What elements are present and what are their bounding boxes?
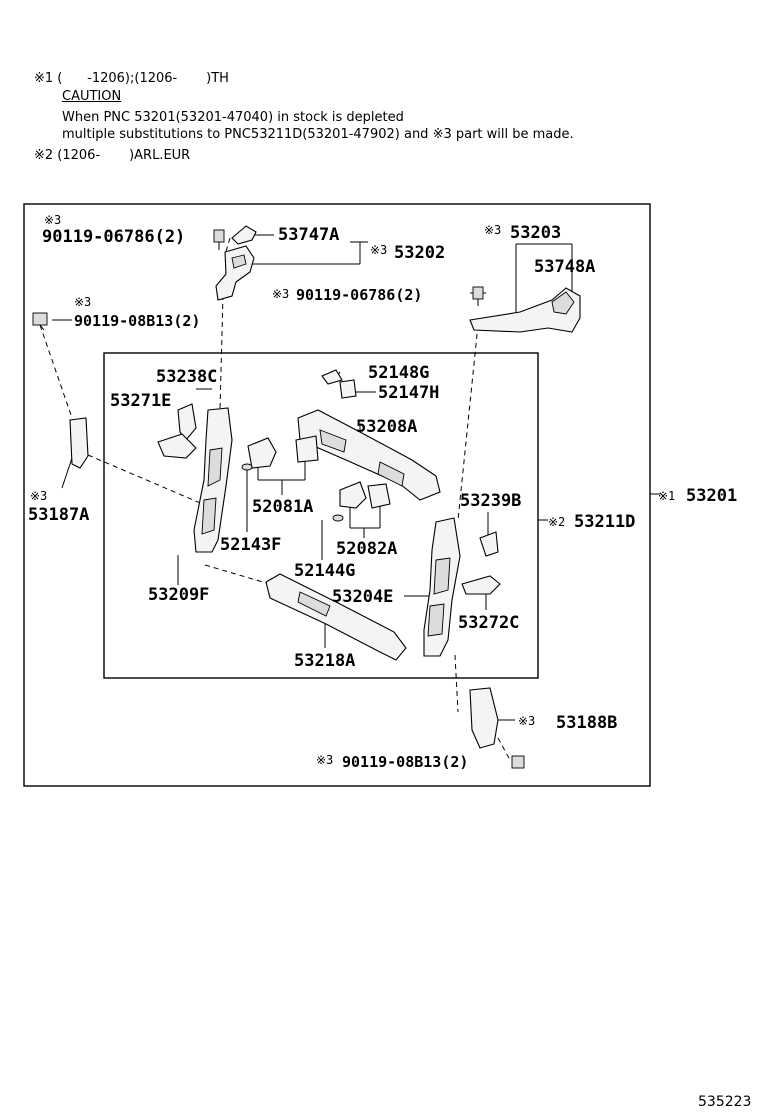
label-53211D: 53211D — [574, 512, 635, 532]
label-53201: 53201 — [686, 486, 737, 506]
label-52148G: 52148G — [368, 363, 429, 383]
label-mark-bolt-2: ※3 — [272, 287, 289, 301]
support-53203 — [469, 287, 581, 333]
label-53202: 53202 — [394, 243, 445, 263]
bolt-90119-06786-right — [472, 286, 484, 306]
label-90119-06786-left: 90119-06786(2) — [42, 227, 185, 247]
bracket-53271E — [157, 433, 197, 459]
label-53209F: 53209F — [148, 585, 209, 605]
pin-52144G — [332, 514, 344, 522]
support-53209F-left-upper — [193, 407, 233, 553]
label-53239B: 53239B — [460, 491, 521, 511]
caution-heading: CAUTION — [62, 89, 122, 104]
guide-52082A — [339, 481, 391, 509]
label-52143F: 52143F — [220, 535, 281, 555]
label-53271E: 53271E — [110, 391, 171, 411]
caution-text-line-2: multiple substitutions to PNC53211D(5320… — [62, 127, 574, 142]
support-53202 — [215, 245, 255, 301]
bolt-90119-08B13-right — [511, 755, 525, 769]
figure-number: 535223 — [698, 1094, 751, 1110]
label-53187A: 53187A — [28, 505, 89, 525]
support-53204E-right — [423, 517, 461, 657]
label-mark-bolt-3: ※3 — [74, 295, 91, 309]
label-53272C: 53272C — [458, 613, 519, 633]
label-mark-53203: ※3 — [484, 223, 501, 237]
label-mark-53188B: ※3 — [518, 714, 535, 728]
label-90119-06786-right: 90119-06786(2) — [296, 286, 422, 304]
bolt-90119-06786-left — [213, 229, 225, 250]
label-mark-53211D: ※2 — [548, 515, 565, 529]
cap-52147H — [339, 379, 357, 399]
pin-52143F — [241, 463, 253, 471]
label-53238C: 53238C — [156, 367, 217, 387]
cap-52148G — [321, 369, 343, 385]
caution-text-line-1: When PNC 53201(53201-47040) in stock is … — [62, 110, 404, 125]
label-mark-53187A: ※3 — [30, 489, 47, 503]
applicability-note-2: ※2 (1206- )ARL.EUR — [34, 148, 191, 163]
lower-support-53218A — [265, 573, 407, 661]
bracket-53238C — [177, 403, 197, 441]
label-52144G: 52144G — [294, 561, 355, 581]
inner-frame — [103, 352, 539, 679]
label-90119-08B13-left: 90119-08B13(2) — [74, 312, 200, 330]
seal-53188B — [469, 687, 499, 749]
bolt-90119-08B13-left — [32, 312, 48, 331]
label-52147H: 52147H — [378, 383, 439, 403]
label-mark-53202: ※3 — [370, 243, 387, 257]
label-mark-bolt-1: ※3 — [44, 213, 61, 227]
label-mark-53201: ※1 — [658, 489, 675, 503]
label-53747A: 53747A — [278, 225, 339, 245]
bracket-53239B — [479, 531, 499, 557]
seal-53187A — [69, 417, 89, 469]
bracket-53272C — [461, 575, 501, 595]
label-53204E: 53204E — [332, 587, 393, 607]
label-53208A: 53208A — [356, 417, 417, 437]
guide-52081A — [247, 435, 319, 469]
upper-support-53208A — [297, 409, 441, 501]
label-52082A: 52082A — [336, 539, 397, 559]
label-53218A: 53218A — [294, 651, 355, 671]
label-53188B: 53188B — [556, 713, 617, 733]
outer-frame — [23, 203, 651, 787]
bracket-53747A — [231, 225, 257, 245]
label-53748A: 53748A — [534, 257, 595, 277]
label-mark-bolt-4: ※3 — [316, 753, 333, 767]
applicability-note-1: ※1 ( -1206);(1206- )TH — [34, 71, 229, 86]
label-53203: 53203 — [510, 223, 561, 243]
label-52081A: 52081A — [252, 497, 313, 517]
label-90119-08B13-right: 90119-08B13(2) — [342, 753, 468, 771]
